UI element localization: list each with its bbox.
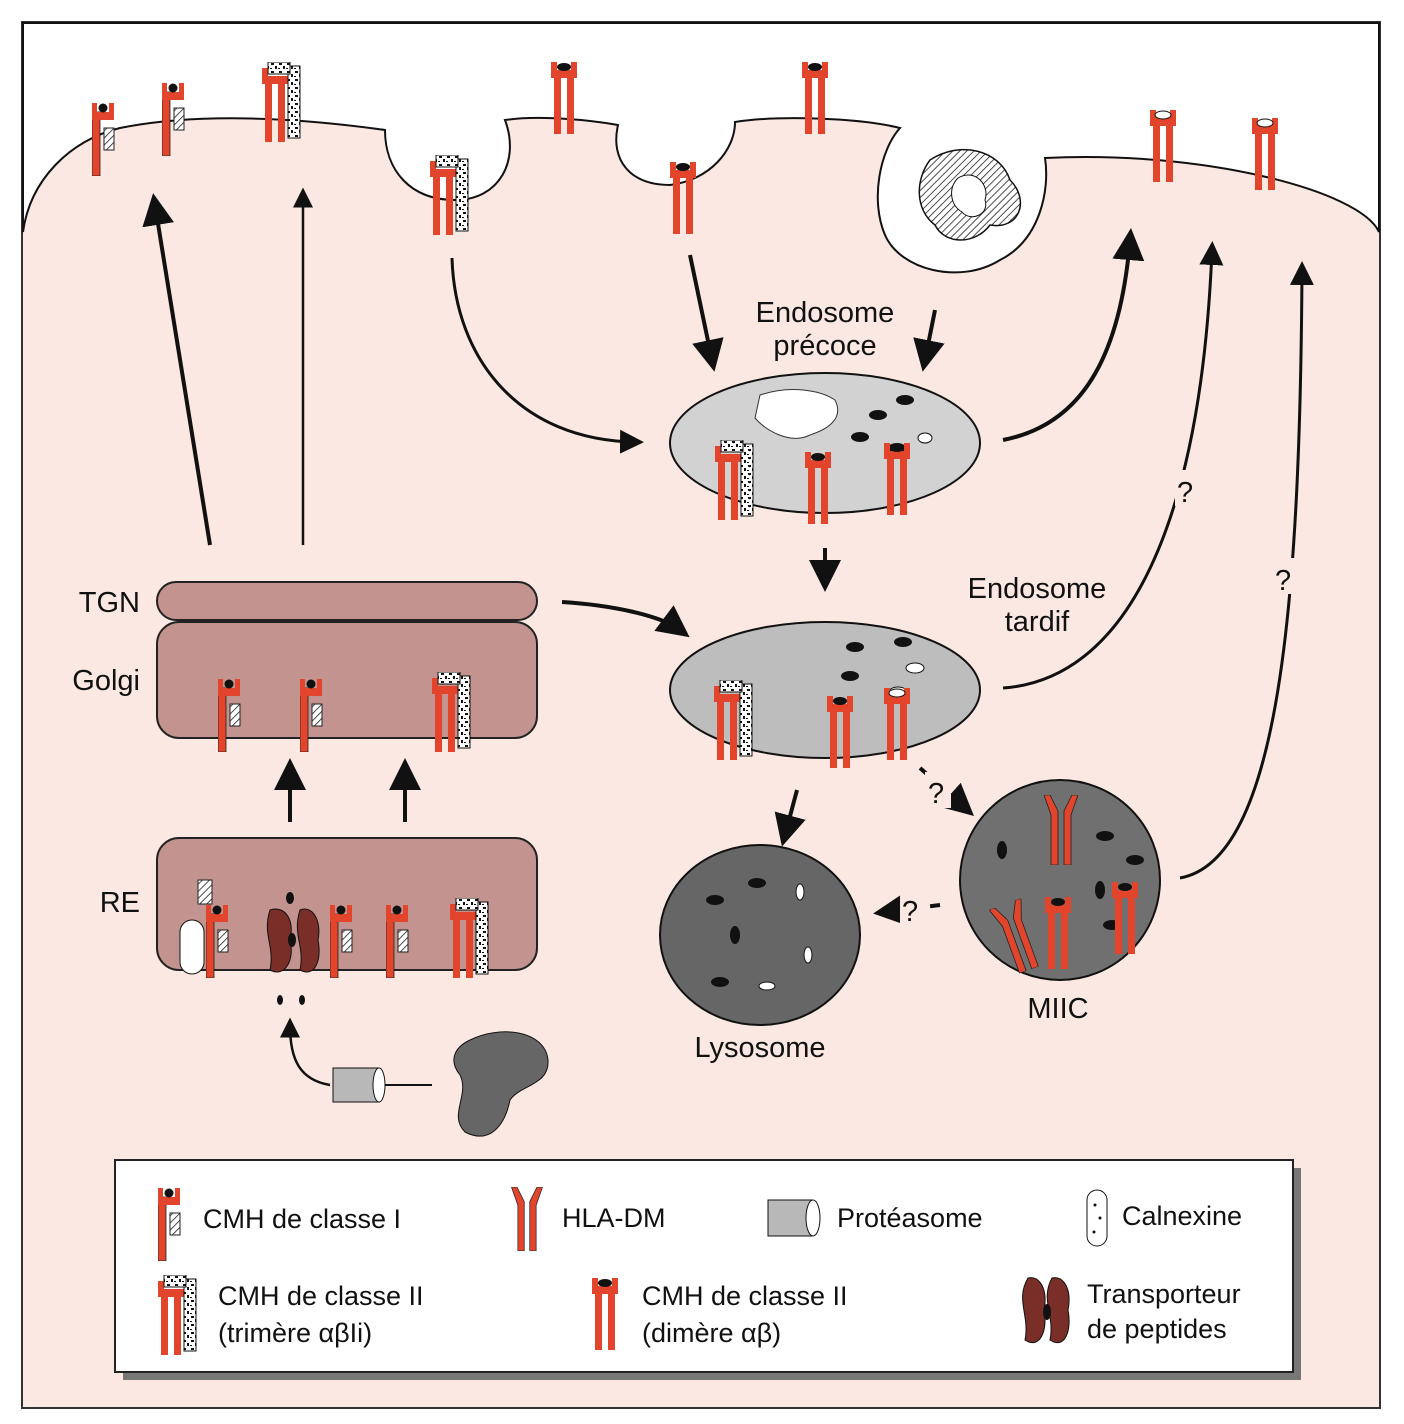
legend-calnexine-icon bbox=[1086, 1189, 1108, 1247]
uncertain-pathway-mark: ? bbox=[902, 896, 918, 928]
lysosome bbox=[659, 844, 861, 1026]
particle-core bbox=[951, 174, 987, 218]
tgn bbox=[156, 581, 538, 621]
peptide-dots bbox=[706, 395, 1144, 987]
late-endosome-label: Endosome bbox=[968, 573, 1107, 605]
legend-transporter-sublabel: de peptides bbox=[1087, 1314, 1227, 1344]
mhc-class2-trimer-surface bbox=[262, 62, 300, 142]
calnexine-er bbox=[179, 919, 205, 975]
mhc-class2-trimer-endocytosed bbox=[430, 155, 468, 235]
mhc-class2-trimer-early-endosome bbox=[715, 440, 753, 520]
legend-class1-label: CMH de classe I bbox=[203, 1204, 401, 1234]
plasma-membrane bbox=[22, 22, 1380, 274]
legend-class2-trimer-icon bbox=[158, 1275, 196, 1355]
cytosolic-protein bbox=[453, 1031, 549, 1137]
lysosome-label: Lysosome bbox=[694, 1032, 825, 1064]
early-endosome-label: précoce bbox=[773, 330, 876, 362]
legend-class2-dimer-label: CMH de classe II bbox=[642, 1281, 848, 1311]
legend-hladm-label: HLA-DM bbox=[562, 1203, 666, 1233]
question-bg bbox=[1272, 558, 1298, 594]
late-endosome-label: tardif bbox=[1005, 606, 1070, 638]
legend-class2-trimer-sublabel: (trimère αβIi) bbox=[218, 1318, 372, 1348]
uncertain-pathway-mark: ? bbox=[1177, 477, 1193, 509]
legend-proteasome-label: Protéasome bbox=[837, 1203, 983, 1233]
mhc-class2-trimer-er bbox=[450, 898, 488, 978]
uncertain-pathway-mark: ? bbox=[1275, 565, 1291, 597]
mhc-class2-trimer-late-endosome bbox=[714, 680, 752, 760]
endoplasmic-reticulum bbox=[156, 837, 538, 971]
class1-heavy-chain-er bbox=[197, 879, 213, 905]
legend-class2-dimer-sublabel: (dimère αβ) bbox=[642, 1318, 781, 1348]
proteasome bbox=[332, 1067, 432, 1103]
legend-transporter-label: Transporteur bbox=[1087, 1279, 1241, 1309]
uncertain-pathway-mark: ? bbox=[928, 778, 944, 810]
legend-transporter-icon bbox=[1022, 1277, 1070, 1343]
golgi-label: Golgi bbox=[72, 665, 140, 697]
mhc-class2-trimer-golgi bbox=[432, 672, 470, 752]
tgn-label: TGN bbox=[79, 587, 140, 619]
legend-class2-trimer-label: CMH de classe II bbox=[218, 1281, 424, 1311]
question-bg bbox=[925, 772, 951, 808]
cytosolic-peptides bbox=[277, 995, 305, 1005]
legend-proteasome-icon bbox=[767, 1199, 821, 1237]
golgi bbox=[156, 621, 538, 739]
question-bg bbox=[900, 890, 926, 926]
question-bg bbox=[1175, 470, 1201, 506]
endosome-content bbox=[754, 389, 838, 439]
miic-label: MIIC bbox=[1027, 993, 1088, 1025]
legend-calnexine-label: Calnexine bbox=[1122, 1201, 1242, 1231]
transport-arrows bbox=[142, 187, 1314, 1087]
re-label: RE bbox=[100, 887, 140, 919]
transporter-er bbox=[266, 892, 320, 973]
early-endosome-label: Endosome bbox=[756, 297, 895, 329]
